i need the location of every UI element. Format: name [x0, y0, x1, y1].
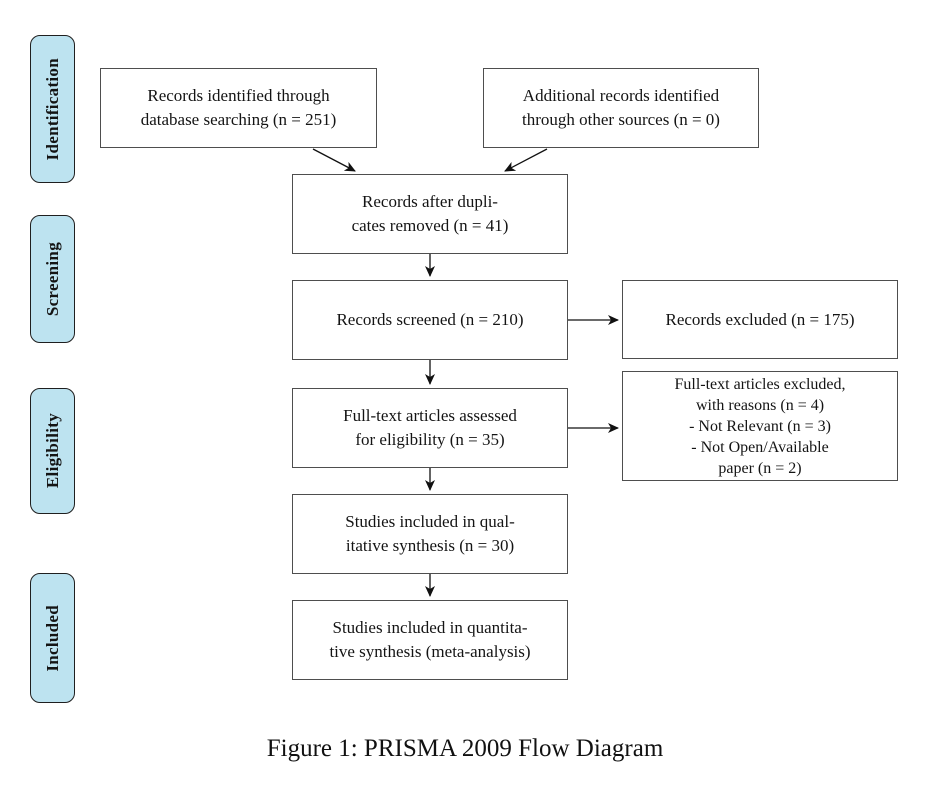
- flow-box-records-screened: Records screened (n = 210): [292, 280, 568, 360]
- flow-box-records-identified-text: Records identified through database sear…: [140, 86, 337, 129]
- arrow-identified-to-duplicates: [312, 148, 356, 172]
- stage-label-screening: Screening: [30, 215, 75, 343]
- stage-label-screening-text: Screening: [42, 241, 62, 317]
- flow-box-records-screened-text: Records screened (n = 210): [336, 310, 524, 329]
- flow-box-after-duplicates: Records after dupli- cates removed (n = …: [292, 174, 568, 254]
- stage-label-eligibility-text: Eligibility: [42, 413, 62, 489]
- flow-box-records-excluded-text: Records excluded (n = 175): [665, 309, 855, 329]
- stage-label-included-text: Included: [42, 604, 62, 672]
- flow-box-quantitative-synthesis: Studies included in quantita- tive synth…: [292, 600, 568, 680]
- flow-box-fulltext-assessed-text: Full-text articles assessed for eligibil…: [343, 406, 517, 449]
- flow-box-additional-records-text: Additional records identified through ot…: [522, 86, 720, 129]
- flow-box-qualitative-synthesis-text: Studies included in qual- itative synthe…: [345, 512, 515, 555]
- flow-box-after-duplicates-text: Records after dupli- cates removed (n = …: [351, 192, 509, 235]
- stage-label-eligibility: Eligibility: [30, 388, 75, 514]
- flow-box-records-excluded: Records excluded (n = 175): [622, 280, 898, 359]
- flow-box-fulltext-assessed: Full-text articles assessed for eligibil…: [292, 388, 568, 468]
- stage-label-identification-text: Identification: [42, 57, 62, 161]
- flow-box-qualitative-synthesis: Studies included in qual- itative synthe…: [292, 494, 568, 574]
- figure-caption: Figure 1: PRISMA 2009 Flow Diagram: [266, 735, 664, 762]
- flow-box-quantitative-synthesis-text: Studies included in quantita- tive synth…: [329, 618, 531, 661]
- flow-box-fulltext-excluded: Full-text articles excluded, with reason…: [622, 371, 898, 481]
- stage-label-included: Included: [30, 573, 75, 703]
- stage-label-identification: Identification: [30, 35, 75, 183]
- flow-box-records-identified: Records identified through database sear…: [100, 68, 377, 148]
- flow-box-fulltext-excluded-text: Full-text articles excluded, with reason…: [674, 375, 846, 477]
- arrow-additional-to-duplicates: [504, 148, 548, 172]
- flow-box-additional-records: Additional records identified through ot…: [483, 68, 759, 148]
